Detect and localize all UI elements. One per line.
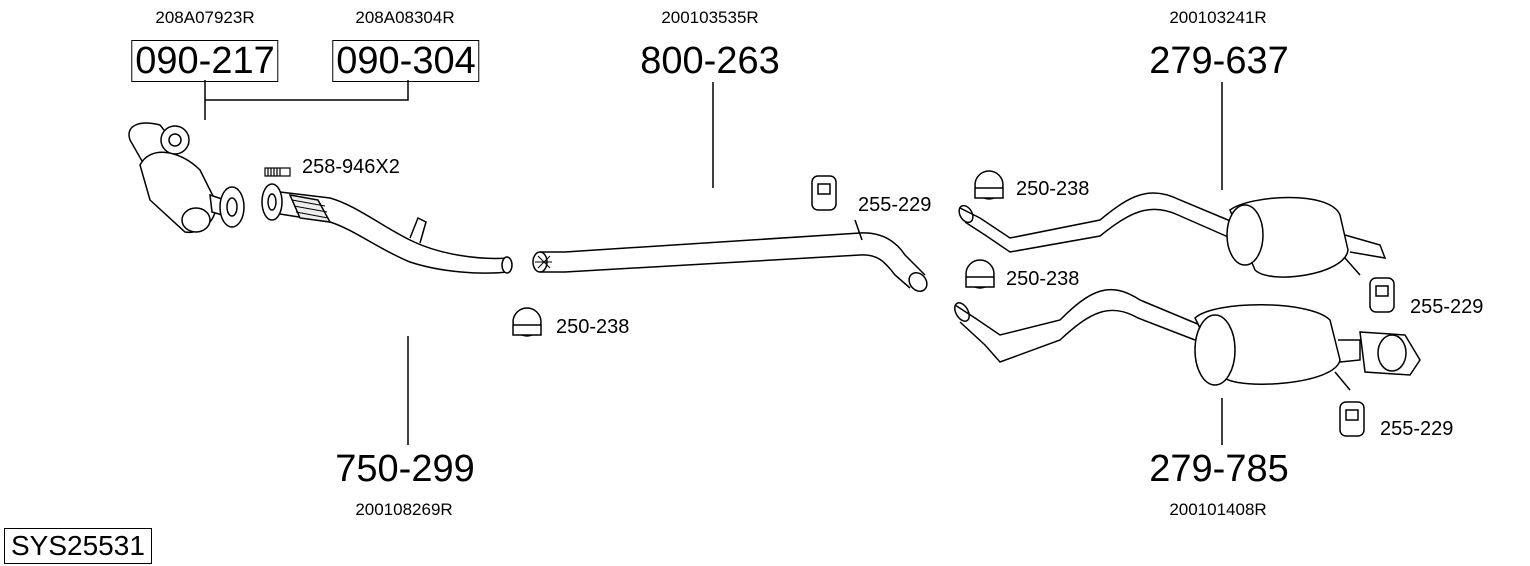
part-number-800-263[interactable]: 800-263 [640, 40, 780, 82]
oem-label: 200103241R [1169, 8, 1267, 27]
catalytic-converter[interactable] [128, 122, 245, 234]
hanger-icon [811, 175, 1395, 437]
clamp-label[interactable]: 250-238 [1006, 268, 1080, 290]
clamp-label[interactable]: 250-238 [1016, 178, 1090, 200]
clamp-icon [512, 170, 1004, 337]
leader-090 [204, 80, 409, 120]
hanger-label[interactable]: 255-229 [1380, 418, 1454, 440]
clamp-label[interactable]: 250-238 [556, 316, 630, 338]
hanger-label[interactable]: 255-229 [858, 194, 932, 216]
hanger-label[interactable]: 255-229 [1410, 296, 1484, 318]
bolt-kit-label[interactable]: 258-946X2 [302, 156, 400, 178]
part-number-750-299[interactable]: 750-299 [335, 448, 475, 490]
oem-label: 208A07923R [155, 8, 255, 27]
rear-muffler-lower[interactable] [952, 288, 1421, 391]
rear-muffler-upper[interactable] [956, 192, 1387, 278]
part-number-279-785[interactable]: 279-785 [1149, 448, 1289, 490]
part-number-090-304[interactable]: 090-304 [332, 40, 480, 82]
oem-label: 200103535R [661, 8, 759, 27]
front-pipe[interactable] [261, 183, 513, 274]
oem-label: 208A08304R [355, 8, 455, 27]
oem-label: 200108269R [355, 500, 453, 519]
bolt-kit-icon [264, 167, 291, 177]
system-code: SYS25531 [4, 528, 152, 564]
oem-label: 200101408R [1169, 500, 1267, 519]
part-number-279-637[interactable]: 279-637 [1149, 40, 1289, 82]
middle-pipe[interactable] [532, 219, 931, 295]
part-number-090-217[interactable]: 090-217 [131, 40, 279, 82]
